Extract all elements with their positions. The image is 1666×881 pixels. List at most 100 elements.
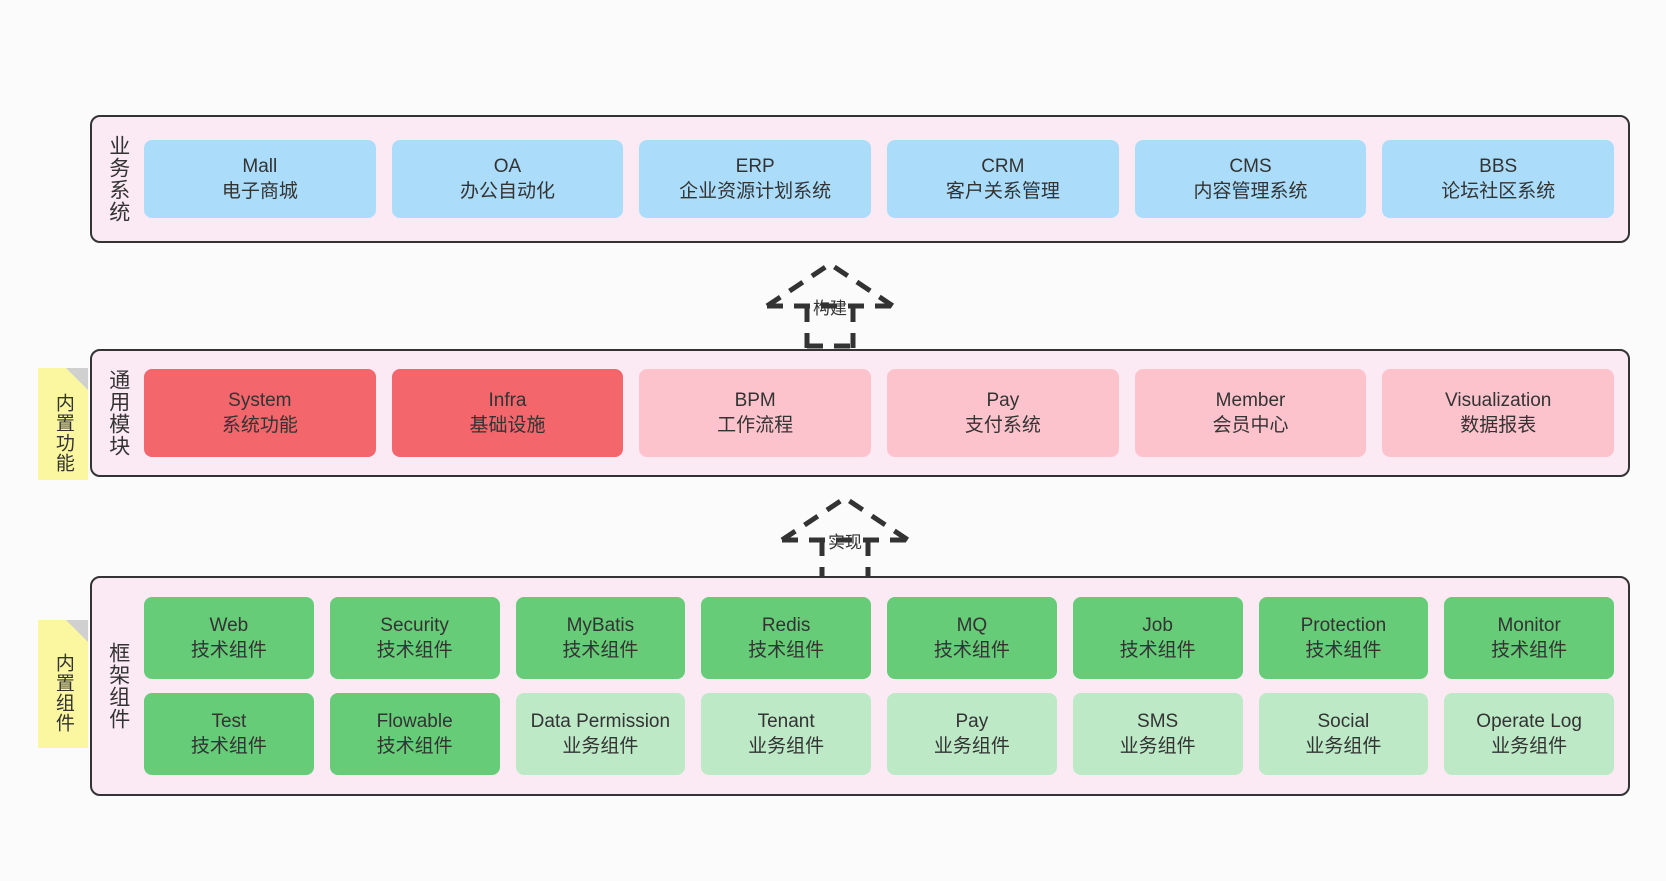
card-mall[interactable]: Mall 电子商城: [144, 140, 376, 218]
card-subtitle: 业务组件: [933, 736, 1010, 757]
card-title: Protection: [1300, 614, 1387, 636]
card-subtitle: 技术组件: [562, 640, 639, 661]
card-social[interactable]: Social 业务组件: [1258, 693, 1429, 775]
card-title: MyBatis: [566, 614, 635, 636]
card-subtitle: 支付系统: [964, 415, 1041, 436]
build-arrow: 构建: [755, 258, 945, 349]
card-cms[interactable]: CMS 内容管理系统: [1134, 140, 1367, 218]
card-title: ERP: [735, 155, 775, 177]
layer-body-business-system: Mall 电子商城 OA 办公自动化 ERP 企业资源计划系统 CRM 客户关系…: [144, 117, 1628, 241]
card-subtitle: 办公自动化: [460, 181, 556, 202]
layer-title-common-module: 通用模块: [106, 369, 130, 457]
build-arrow-shape: [765, 260, 895, 349]
card-infra[interactable]: Infra 基础设施: [391, 369, 624, 457]
implement-arrow: 实现: [770, 492, 960, 583]
card-title: Tenant: [757, 710, 815, 732]
card-mq[interactable]: MQ 技术组件: [887, 597, 1057, 679]
card-system[interactable]: System 系统功能: [144, 369, 376, 457]
card-oa[interactable]: OA 办公自动化: [391, 140, 624, 218]
card-title: CMS: [1229, 155, 1272, 177]
card-data-permission[interactable]: Data Permission 业务组件: [515, 693, 686, 775]
card-job[interactable]: Job 技术组件: [1072, 597, 1243, 679]
card-title: Visualization: [1445, 389, 1552, 411]
card-row: Test 技术组件 Flowable 技术组件 Data Permission …: [144, 693, 1614, 775]
card-test[interactable]: Test 技术组件: [144, 693, 314, 775]
layer-body-framework-component: Web 技术组件 Security 技术组件 MyBatis 技术组件 Redi…: [144, 578, 1628, 794]
card-bpm[interactable]: BPM 工作流程: [639, 369, 872, 457]
card-subtitle: 基础设施: [469, 415, 546, 436]
card-subtitle: 技术组件: [748, 640, 825, 661]
card-subtitle: 业务组件: [1119, 736, 1196, 757]
card-pay-component[interactable]: Pay 业务组件: [887, 693, 1057, 775]
card-subtitle: 技术组件: [190, 640, 267, 661]
card-subtitle: 工作流程: [717, 415, 794, 436]
card-pay-module[interactable]: Pay 支付系统: [887, 369, 1119, 457]
card-title: Monitor: [1497, 614, 1561, 636]
card-subtitle: 业务组件: [1491, 736, 1568, 757]
card-subtitle: 技术组件: [376, 640, 453, 661]
card-title: Pay: [986, 389, 1020, 411]
card-crm[interactable]: CRM 客户关系管理: [887, 140, 1119, 218]
note-fold-corner-icon: [66, 620, 88, 642]
card-subtitle: 技术组件: [190, 736, 267, 757]
card-subtitle: 数据报表: [1460, 415, 1537, 436]
card-title: Mall: [242, 155, 278, 177]
card-subtitle: 企业资源计划系统: [679, 181, 832, 202]
card-subtitle: 会员中心: [1212, 415, 1289, 436]
layer-business-system: 业务系统 Mall 电子商城 OA 办公自动化 ERP 企业资源计划系统 CRM…: [90, 115, 1630, 243]
card-title: Security: [380, 614, 449, 636]
card-web[interactable]: Web 技术组件: [144, 597, 314, 679]
card-title: Operate Log: [1476, 710, 1582, 732]
card-security[interactable]: Security 技术组件: [329, 597, 500, 679]
card-redis[interactable]: Redis 技术组件: [701, 597, 871, 679]
card-subtitle: 系统功能: [221, 415, 298, 436]
card-operate-log[interactable]: Operate Log 业务组件: [1444, 693, 1614, 775]
card-subtitle: 技术组件: [933, 640, 1010, 661]
card-title: BPM: [734, 389, 776, 411]
card-bbs[interactable]: BBS 论坛社区系统: [1382, 140, 1615, 218]
card-title: SMS: [1137, 710, 1179, 732]
layer-title-framework-component: 框架组件: [106, 642, 130, 730]
card-row: Web 技术组件 Security 技术组件 MyBatis 技术组件 Redi…: [144, 597, 1614, 679]
card-monitor[interactable]: Monitor 技术组件: [1444, 597, 1614, 679]
card-member[interactable]: Member 会员中心: [1134, 369, 1367, 457]
build-arrow-label: 构建: [813, 299, 847, 318]
card-protection[interactable]: Protection 技术组件: [1258, 597, 1429, 679]
card-title: Social: [1317, 710, 1370, 732]
layer-title-business-system: 业务系统: [106, 135, 130, 223]
note-builtin-component: 内置组件: [38, 620, 88, 748]
note-label: 内置功能: [52, 393, 74, 473]
card-visualization[interactable]: Visualization 数据报表: [1382, 369, 1615, 457]
card-title: Member: [1215, 389, 1286, 411]
card-title: Data Permission: [530, 710, 671, 732]
layer-body-common-module: System 系统功能 Infra 基础设施 BPM 工作流程 Pay 支付系统…: [144, 351, 1628, 475]
card-tenant[interactable]: Tenant 业务组件: [701, 693, 871, 775]
card-title: CRM: [981, 155, 1025, 177]
note-label: 内置组件: [52, 653, 74, 733]
card-title: Infra: [488, 389, 527, 411]
card-title: Web: [209, 614, 249, 636]
card-sms[interactable]: SMS 业务组件: [1072, 693, 1243, 775]
card-subtitle: 客户关系管理: [945, 181, 1060, 202]
layer-framework-component: 框架组件 Web 技术组件 Security 技术组件 MyBatis 技术组件…: [90, 576, 1630, 796]
card-subtitle: 内容管理系统: [1193, 181, 1308, 202]
card-erp[interactable]: ERP 企业资源计划系统: [639, 140, 872, 218]
card-subtitle: 技术组件: [376, 736, 453, 757]
card-title: System: [228, 389, 292, 411]
card-flowable[interactable]: Flowable 技术组件: [329, 693, 500, 775]
note-fold-corner-icon: [66, 368, 88, 390]
card-subtitle: 技术组件: [1305, 640, 1382, 661]
layer-common-module: 通用模块 System 系统功能 Infra 基础设施 BPM 工作流程 Pay…: [90, 349, 1630, 477]
implement-arrow-shape: [780, 494, 910, 583]
card-title: BBS: [1479, 155, 1518, 177]
card-title: Redis: [761, 614, 811, 636]
card-subtitle: 技术组件: [1119, 640, 1196, 661]
card-row: Mall 电子商城 OA 办公自动化 ERP 企业资源计划系统 CRM 客户关系…: [144, 140, 1615, 218]
card-subtitle: 技术组件: [1491, 640, 1568, 661]
card-subtitle: 业务组件: [748, 736, 825, 757]
card-subtitle: 电子商城: [221, 181, 298, 202]
card-title: Pay: [955, 710, 989, 732]
note-builtin-function: 内置功能: [38, 368, 88, 480]
card-mybatis[interactable]: MyBatis 技术组件: [515, 597, 686, 679]
